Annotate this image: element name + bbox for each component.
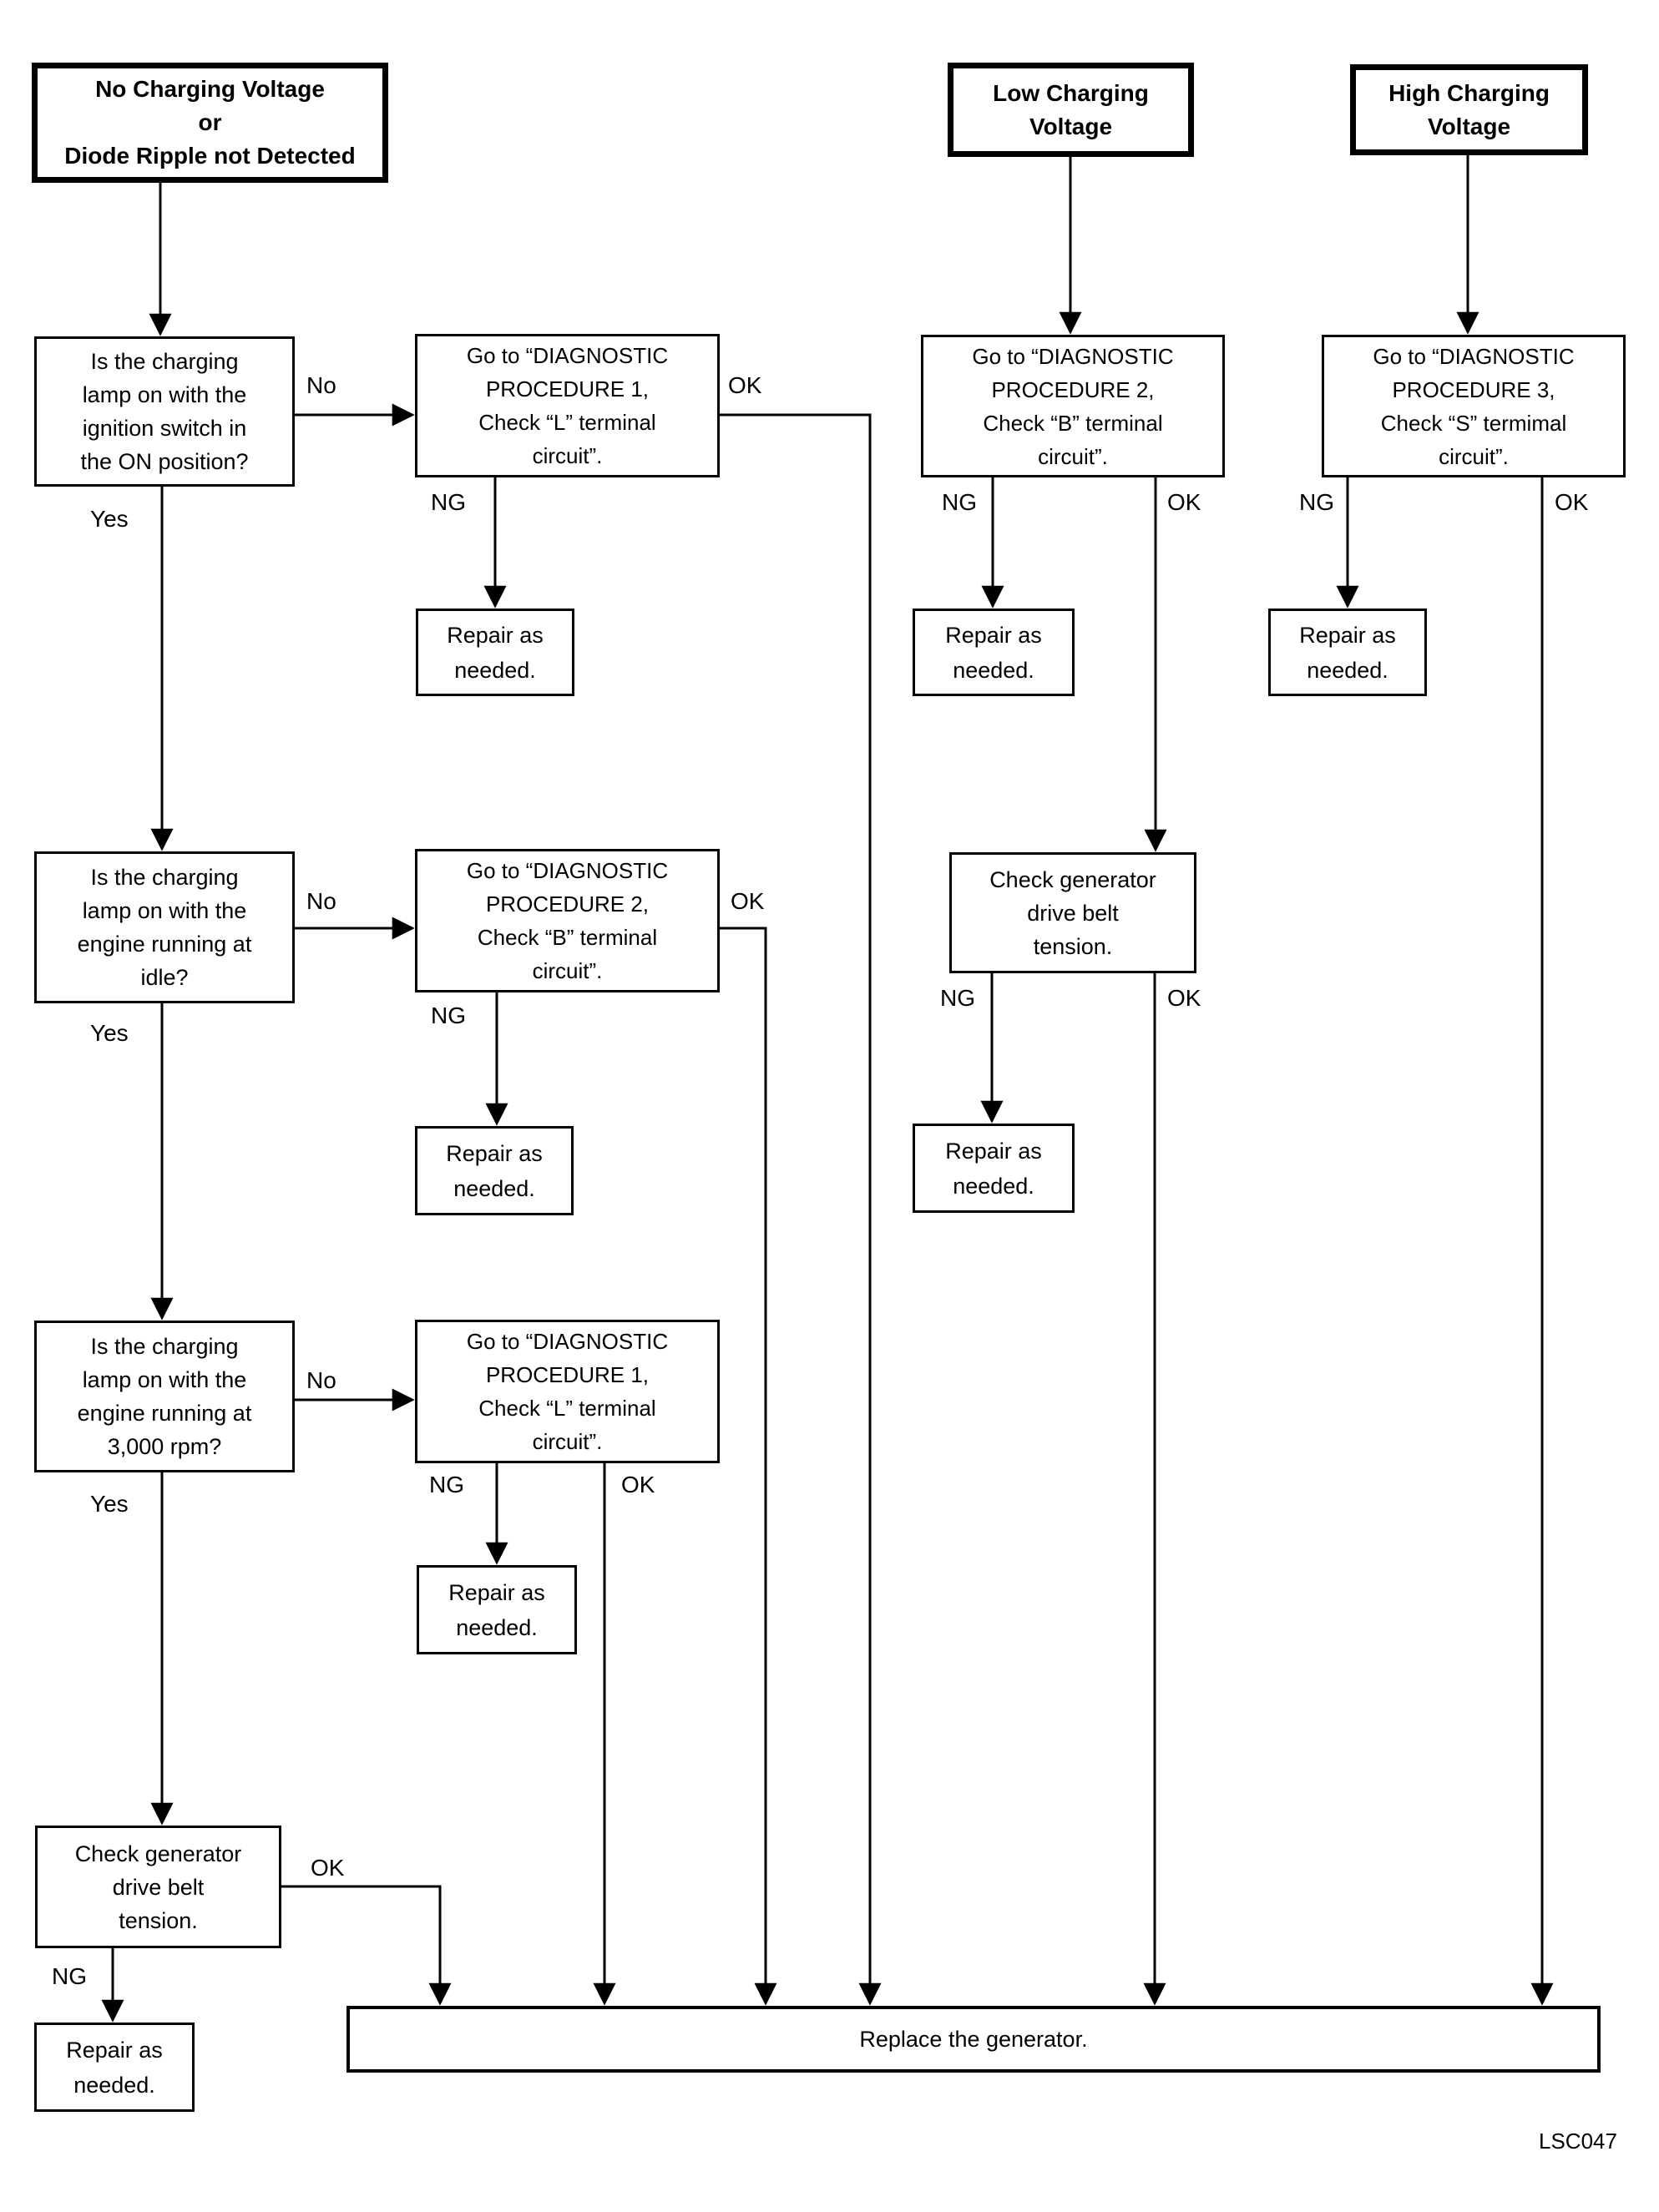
check-belt-tension-box-left: Check generator drive belt tension. xyxy=(35,1826,281,1948)
edge-label-no-q2: No xyxy=(306,888,336,914)
edge-label-ng-proc3: NG xyxy=(1299,489,1334,515)
check-belt-tension-box-middle: Check generator drive belt tension. xyxy=(949,852,1196,973)
edge-label-ok-proc2-middle: OK xyxy=(1167,489,1201,515)
procedure-1-box-row1: Go to “DIAGNOSTIC PROCEDURE 1, Check “L”… xyxy=(415,334,720,477)
replace-generator-box: Replace the generator. xyxy=(346,2006,1601,2073)
figure-code: LSC047 xyxy=(1539,2129,1617,2154)
procedure-3-box: Go to “DIAGNOSTIC PROCEDURE 3, Check “S”… xyxy=(1322,335,1626,477)
edge-label-ok-proc1-row1: OK xyxy=(728,372,762,398)
connector-proc2left-ok-to-replace xyxy=(720,927,777,2006)
repair-box-row3-left: Repair as needed. xyxy=(417,1565,577,1654)
question-lamp-engine-3000rpm: Is the charging lamp on with the engine … xyxy=(34,1321,295,1472)
edge-label-ng-proc1-row3: NG xyxy=(429,1472,464,1497)
edge-label-ng-proc2-middle: NG xyxy=(942,489,977,515)
repair-box-row1-right: Repair as needed. xyxy=(1268,609,1427,696)
edge-label-yes-q2: Yes xyxy=(90,1020,129,1046)
edge-label-yes-q1: Yes xyxy=(90,506,129,532)
question-lamp-ignition-on: Is the charging lamp on with the ignitio… xyxy=(34,336,295,487)
repair-box-bottom-left: Repair as needed. xyxy=(34,2023,195,2112)
edge-label-ok-check-left: OK xyxy=(311,1855,345,1881)
question-lamp-engine-idle: Is the charging lamp on with the engine … xyxy=(34,851,295,1003)
procedure-2-box-middle: Go to “DIAGNOSTIC PROCEDURE 2, Check “B”… xyxy=(921,335,1225,477)
connector-proc1-ok-to-replace xyxy=(720,413,882,2006)
edge-label-no-q3: No xyxy=(306,1367,336,1393)
header-low-charging-voltage: Low Charging Voltage xyxy=(948,63,1194,157)
connector-checkleft-ok-to-replace xyxy=(281,1885,452,2006)
edge-label-ok-check-middle: OK xyxy=(1167,985,1201,1011)
edge-label-ng-proc1-row1: NG xyxy=(431,489,466,515)
edge-label-ng-check-middle: NG xyxy=(940,985,975,1011)
edge-label-no-q1: No xyxy=(306,372,336,398)
procedure-2-box-row2: Go to “DIAGNOSTIC PROCEDURE 2, Check “B”… xyxy=(415,849,720,992)
edge-label-ok-proc2-row2: OK xyxy=(731,888,765,914)
repair-box-row2-middle: Repair as needed. xyxy=(913,1124,1075,1213)
repair-box-row1-middle: Repair as needed. xyxy=(913,609,1075,696)
repair-box-row2-left: Repair as needed. xyxy=(415,1126,574,1215)
header-no-charging-voltage: No Charging Voltage or Diode Ripple not … xyxy=(32,63,388,183)
edge-label-yes-q3: Yes xyxy=(90,1491,129,1517)
edge-label-ng-check-left: NG xyxy=(52,1963,87,1989)
header-high-charging-voltage: High Charging Voltage xyxy=(1350,64,1588,155)
edge-label-ok-proc3: OK xyxy=(1555,489,1589,515)
procedure-1-box-row3: Go to “DIAGNOSTIC PROCEDURE 1, Check “L”… xyxy=(415,1320,720,1463)
repair-box-row1-left: Repair as needed. xyxy=(416,609,574,696)
edge-label-ng-proc2-row2: NG xyxy=(431,1002,466,1028)
edge-label-ok-proc1-row3: OK xyxy=(621,1472,655,1497)
